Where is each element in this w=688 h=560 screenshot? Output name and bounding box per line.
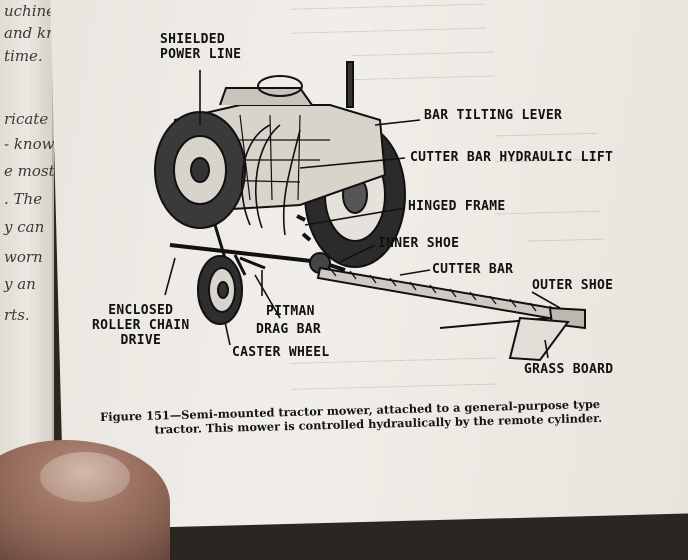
left-page-text: rts. (4, 306, 30, 324)
grass-board (508, 316, 570, 362)
label-drag-bar: DRAG BAR (256, 322, 322, 337)
label-outer-shoe: OUTER SHOE (532, 278, 614, 293)
label-bar-tilting-lever: BAR TILTING LEVER (424, 108, 563, 123)
label-cutter-bar: CUTTER BAR (432, 262, 514, 277)
leader-lines (164, 70, 561, 359)
left-page-text: ricate of (4, 110, 68, 128)
label-line: ROLLER CHAIN (92, 318, 190, 333)
label-inner-shoe: INNER SHOE (378, 236, 460, 251)
front-tire (154, 111, 246, 229)
label-enclosed-roller-chain-drive: ENCLOSED ROLLER CHAIN DRIVE (92, 303, 190, 348)
label-grass-board: GRASS BOARD (524, 362, 614, 377)
left-page-text: . The (4, 190, 43, 208)
hydraulic-lines (241, 124, 301, 236)
thumbnail (40, 452, 130, 502)
label-shielded-power-line: SHIELDED POWER LINE (160, 32, 241, 62)
tractor-mower-illustration (154, 61, 586, 362)
label-line: SHIELDED (160, 32, 226, 47)
label-line: ENCLOSED (108, 303, 174, 318)
left-page-text: - knows (4, 135, 63, 153)
label-cutter-bar-hydraulic-lift: CUTTER BAR HYDRAULIC LIFT (410, 150, 614, 165)
left-page-text: time. (4, 47, 43, 65)
label-pitman: PITMAN (266, 304, 315, 319)
label-line: DRIVE (120, 333, 162, 348)
left-page-text: y an (4, 275, 36, 293)
left-page-text: y can (4, 218, 45, 236)
left-page-text: e most (4, 162, 55, 180)
label-hinged-frame: HINGED FRAME (408, 199, 506, 214)
label-line: POWER LINE (160, 47, 242, 62)
label-caster-wheel: CASTER WHEEL (232, 345, 330, 360)
left-page: uchines, and know time. ricate of - know… (0, 0, 78, 510)
caster-wheel (197, 254, 247, 325)
left-page-text: worn (4, 248, 43, 266)
